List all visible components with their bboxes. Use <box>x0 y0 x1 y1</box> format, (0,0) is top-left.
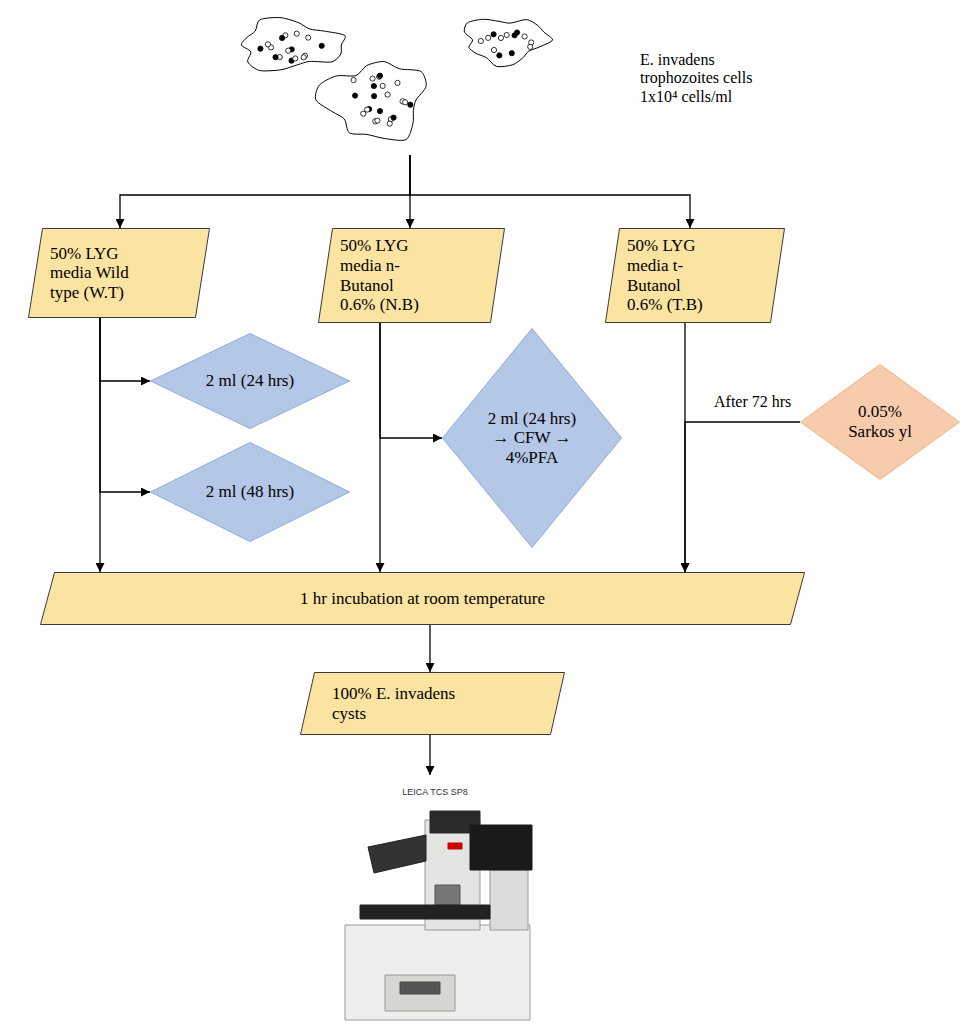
vesicle-dot <box>514 30 519 35</box>
media-label: 50% LYG media n- Butanol 0.6% (N.B) <box>340 236 430 314</box>
vesicle-dot <box>387 121 392 126</box>
trophozoite-cell <box>315 62 426 141</box>
vesicle-dot <box>491 32 496 37</box>
vesicle-dot <box>491 47 496 52</box>
vesicle-dot <box>375 118 380 123</box>
staining-label: 2 ml (24 hrs) → CFW → 4%PFA <box>482 409 582 468</box>
staining-diamond: 2 ml (24 hrs) → CFW → 4%PFA <box>442 328 622 548</box>
cyst-label: 100% E. invadens cysts <box>332 684 482 723</box>
vesicle-dot <box>279 35 284 40</box>
parallelogram-shape <box>606 229 785 323</box>
reagent-label: 0.05% Sarkos yl <box>844 402 916 441</box>
vesicle-dot <box>377 108 382 113</box>
diamond-shape <box>801 365 960 480</box>
trophozoite-cell <box>464 19 552 66</box>
sample-label: 2 ml (48 hrs) <box>206 482 294 502</box>
panel-display <box>400 982 440 994</box>
diamond-shape <box>443 329 622 548</box>
flow-connector <box>379 323 380 572</box>
vesicle-dot <box>408 102 413 107</box>
vesicle-dot <box>365 107 370 112</box>
sample-label: 2 ml (24 hrs) <box>206 371 294 391</box>
cell-outline <box>315 62 426 141</box>
sample-diamond: 2 ml (24 hrs) <box>150 333 350 429</box>
flow-connector <box>100 318 150 492</box>
flow-connector <box>429 735 430 775</box>
vesicle-dot <box>498 35 503 40</box>
edge-label: After 72 hrs <box>712 393 793 411</box>
vesicle-dot <box>385 92 390 97</box>
flow-connector <box>120 155 410 228</box>
vesicle-dot <box>351 77 356 82</box>
vesicle-dot <box>377 73 382 78</box>
diamond-shape <box>151 443 350 542</box>
vesicle-dot <box>294 31 299 36</box>
vesicle-dot <box>522 34 527 39</box>
vesicle-dot <box>258 46 263 51</box>
scan-head <box>470 825 532 870</box>
flow-connector <box>429 625 430 672</box>
microscope-stage <box>360 905 490 919</box>
objective-turret <box>435 885 460 905</box>
media-parallelogram: 50% LYG media Wild type (W.T) <box>28 228 210 318</box>
media-parallelogram: 50% LYG media n- Butanol 0.6% (N.B) <box>318 228 505 323</box>
vesicle-dot <box>486 35 491 40</box>
flow-connector <box>685 422 800 572</box>
reagent-diamond: 0.05% Sarkos yl <box>800 364 960 480</box>
vesicle-dot <box>395 80 400 85</box>
vesicle-dot <box>352 93 357 98</box>
sample-diamond: 2 ml (48 hrs) <box>150 442 350 542</box>
edge-label-holder: After 72 hrs <box>712 393 793 411</box>
vesicle-dot <box>265 42 270 47</box>
cell-caption: E. invadens trophozoites cells 1x10⁴ cel… <box>640 51 780 106</box>
instrument-label: LEICA TCS SP8 <box>402 787 467 797</box>
vesicle-dot <box>504 32 509 37</box>
control-panel <box>385 975 455 1011</box>
microscope-tower <box>490 870 528 930</box>
trophozoite-cell <box>241 18 345 71</box>
media-label: 50% LYG media t- Butanol 0.6% (T.B) <box>627 236 717 314</box>
vesicle-dot <box>371 83 376 88</box>
media-parallelogram: 50% LYG media t- Butanol 0.6% (T.B) <box>605 228 785 323</box>
vesicle-dot <box>509 51 514 56</box>
diamond-shape <box>151 334 350 429</box>
cell-outline <box>241 18 345 71</box>
parallelogram-shape <box>319 229 505 323</box>
vesicle-dot <box>380 83 385 88</box>
vesicle-dot <box>371 94 376 99</box>
vesicle-dot <box>273 55 278 60</box>
confocal-microscope-outline <box>330 775 540 1025</box>
cell-outline <box>464 19 552 66</box>
parallelogram-shape <box>29 229 210 318</box>
flow-connector <box>99 318 100 572</box>
vesicle-dot <box>370 76 375 81</box>
vesicle-dot <box>528 44 533 49</box>
parallelogram-shape <box>301 673 565 735</box>
incubation-label: 1 hr incubation at room temperature <box>300 589 545 609</box>
vesicle-dot <box>391 115 396 120</box>
incubation-band: 1 hr incubation at room temperature <box>40 572 805 625</box>
trophozoite-illustration: E. invadens trophozoites cells 1x10⁴ cel… <box>220 5 800 155</box>
cyst-parallelogram: 100% E. invadens cysts <box>300 672 565 735</box>
vesicle-dot <box>306 35 311 40</box>
eyepiece <box>368 835 426 873</box>
brand-mark <box>448 843 462 849</box>
vesicle-dot <box>293 56 298 61</box>
flow-connector <box>410 155 690 228</box>
microscope-base <box>345 925 530 1020</box>
vesicle-dot <box>497 53 502 58</box>
media-label: 50% LYG media Wild type (W.T) <box>50 244 140 303</box>
confocal-microscope: LEICA TCS SP8 <box>330 775 540 1025</box>
parallelogram-shape <box>41 573 805 625</box>
vesicle-dot <box>286 48 291 53</box>
flow-connector <box>380 323 442 438</box>
vesicle-dot <box>403 100 408 105</box>
vesicle-dot <box>361 111 366 116</box>
vesicle-dot <box>301 55 306 60</box>
flow-connector <box>100 318 150 381</box>
vesicle-dot <box>478 38 483 43</box>
vesicle-dot <box>319 43 324 48</box>
